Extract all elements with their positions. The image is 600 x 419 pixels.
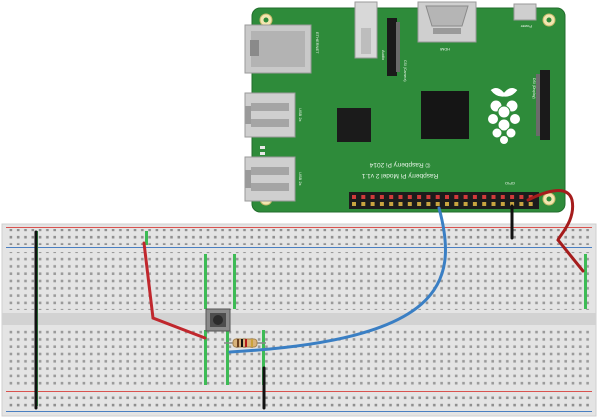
highlight-column-b: [204, 254, 207, 309]
hdmi-port: [417, 1, 477, 43]
gpio-pin: [398, 202, 403, 206]
ethernet-label: ETHERNET: [315, 32, 320, 54]
gpio-pin: [370, 195, 375, 199]
breadboard: [1, 223, 597, 417]
bottom-power-rail-holes: [8, 393, 592, 409]
highlight-column-f: [262, 330, 265, 385]
gpio-pin: [361, 195, 366, 199]
gpio-pin: [445, 202, 449, 206]
wires: [34, 189, 585, 410]
gpio-pin: [491, 202, 496, 206]
gpio-pin: [426, 202, 431, 206]
audio-label: Audio: [381, 50, 386, 61]
gpio-pin: [407, 195, 412, 199]
highlight-column-g: [584, 254, 587, 309]
gpio-pin: [379, 195, 384, 199]
gpio-pin: [389, 195, 394, 199]
model-line: Raspberry Pi Model 2 v1.1: [361, 172, 438, 179]
gpio-pin: [435, 202, 440, 206]
gpio-pin: [426, 195, 431, 199]
status-led-2: [260, 152, 265, 155]
gpio-pin: [482, 202, 487, 206]
gpio-pin: [500, 195, 505, 199]
raspberry-logo-icon: [487, 86, 521, 145]
copyright-line: © Raspberry Pi 2014: [369, 161, 430, 169]
gpio-pin: [528, 195, 533, 199]
raspberry-pi-board: ETHERNET USB 2x USB 2x Audio CSI (Camera…: [244, 1, 566, 213]
gpio-pin: [352, 195, 356, 199]
soc-chip: [421, 91, 469, 139]
gpio-header: [349, 192, 539, 209]
wire-red-button: [142, 241, 207, 340]
resistor: [224, 338, 266, 348]
gpio-pin: [510, 202, 515, 206]
gpio-pin: [352, 202, 356, 206]
display-connector: [540, 70, 550, 140]
power-label: Power: [520, 24, 532, 29]
gpio-pin: [482, 195, 487, 199]
gpio-pin: [454, 202, 459, 206]
status-led-1: [260, 146, 265, 149]
gpio-pin: [407, 202, 412, 206]
power-port: [513, 3, 537, 21]
camera-label: CSI (Camera): [403, 60, 407, 82]
gpio-pin: [454, 195, 459, 199]
gpio-pin: [417, 202, 422, 206]
hdmi-label: HDMI: [440, 47, 450, 52]
gpio-pin: [445, 195, 449, 199]
push-button: [205, 308, 231, 332]
gpio-pin: [510, 195, 515, 199]
gpio-pin: [491, 195, 496, 199]
gpio-pin: [463, 202, 468, 206]
highlight-column-d: [204, 330, 207, 385]
usb-ethernet-chip: [337, 108, 371, 142]
gpio-pin: [389, 202, 394, 206]
top-power-rail-holes: [8, 229, 592, 245]
gpio-pin: [361, 202, 366, 206]
highlight-column-c: [233, 254, 236, 309]
display-label: DSI (Display): [532, 78, 536, 99]
lower-terminal-holes: [8, 328, 592, 386]
gpio-pin: [472, 202, 477, 206]
gpio-pin: [370, 202, 375, 206]
usb-label-bottom: USB 2x: [298, 172, 303, 186]
gpio-pin: [528, 202, 533, 206]
gpio-pin: [463, 195, 468, 199]
camera-connector: [387, 18, 397, 76]
gpio-pin: [435, 195, 440, 199]
center-channel: [2, 313, 596, 325]
gpio-pin: [500, 202, 505, 206]
gpio-pin: [519, 195, 524, 199]
gpio-pin: [398, 195, 403, 199]
gpio-pin: [379, 202, 384, 206]
highlight-column-a: [145, 231, 148, 245]
usb-label-top: USB 2x: [298, 108, 303, 122]
gpio-label: GPIO: [505, 181, 515, 186]
highlight-column-e: [226, 330, 229, 385]
gpio-pin: [472, 195, 477, 199]
gpio-pin: [519, 202, 524, 206]
usb-port-bottom: [244, 156, 296, 202]
usb-port-top: [244, 92, 296, 138]
upper-terminal-holes: [8, 252, 592, 310]
gpio-pin: [417, 195, 422, 199]
wire-darkred-power: [526, 189, 585, 273]
wire-blue-gpio: [228, 206, 447, 354]
